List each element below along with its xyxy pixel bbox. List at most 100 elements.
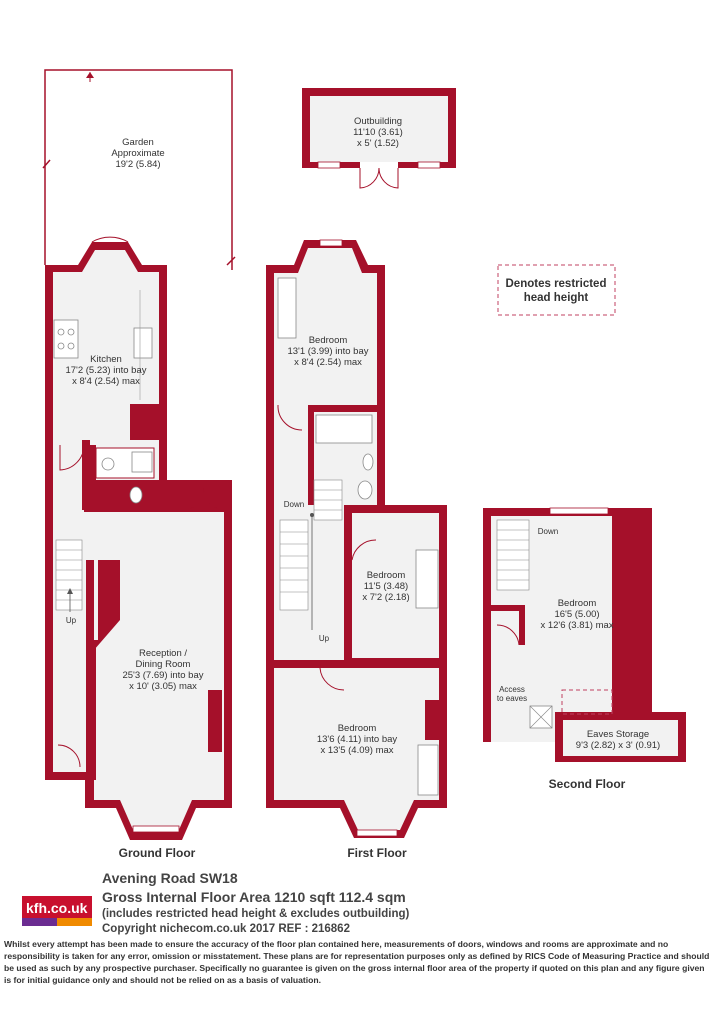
second-floor-stairs (496, 519, 530, 591)
outbuilding: Outbuilding 11'10 (3.61) x 5' (1.52) (302, 88, 456, 189)
floor-plan: Garden Approximate 19'2 (5.84) Kitchen 1… (42, 69, 686, 860)
area-note: (includes restricted head height & exclu… (102, 908, 410, 920)
garden-name: Garden (122, 137, 154, 148)
bedroom-middle-name: Bedroom (367, 570, 406, 581)
first-stairs-up-label: Up (319, 634, 330, 643)
internal-wall (82, 440, 90, 510)
disclaimer: Whilst every attempt has been made to en… (4, 939, 710, 985)
hall-lower-room (53, 640, 86, 772)
bedroom-middle-dims2: x 7'2 (2.18) (362, 592, 409, 603)
bedroom-rear-dims2: x 8'4 (2.54) max (294, 357, 362, 368)
legend-line1: Denotes restricted (506, 278, 607, 290)
wardrobe-icon (277, 277, 297, 339)
chimney-breast (425, 700, 439, 740)
eaves-hatch-cross (529, 705, 553, 729)
outbuilding-window (417, 161, 441, 169)
internal-wall (491, 605, 525, 611)
kitchen-dims1: 17'2 (5.23) into bay (65, 365, 146, 376)
door-swing (59, 444, 85, 471)
garden-sub: Approximate (111, 148, 164, 159)
outbuilding-window (317, 161, 341, 169)
kfh-logo: kfh.co.uk (22, 896, 92, 926)
bedroom-second-name: Bedroom (558, 598, 597, 609)
property-address: Avening Road SW18 (102, 870, 238, 886)
legend-line2: head height (524, 292, 589, 304)
access-line1: Access (499, 685, 525, 694)
restricted-zone (561, 689, 613, 715)
first-floor-title: First Floor (347, 846, 407, 860)
internal-wall (308, 405, 314, 505)
hob-ring-icon (67, 342, 75, 350)
chimney-breast (208, 690, 222, 752)
ground-floor: Garden Approximate 19'2 (5.84) Kitchen 1… (42, 69, 236, 860)
front-door-swing (57, 744, 81, 768)
outbuilding-dims1: 11'10 (3.61) (353, 127, 403, 138)
internal-wall (82, 480, 232, 488)
reception-dims2: x 10' (3.05) max (129, 681, 197, 692)
shower-tray (131, 451, 153, 473)
internal-wall (308, 405, 378, 412)
basin-icon (101, 457, 115, 471)
first-stairs-down-label: Down (284, 500, 304, 509)
restricted-head-height-swatch (497, 264, 616, 316)
bedroom-rear-dims1: 13'1 (3.99) into bay (287, 346, 368, 357)
kitchen-room (53, 250, 159, 480)
toilet-icon (129, 486, 143, 504)
wardrobe-icon (417, 744, 439, 796)
internal-wall (519, 605, 525, 645)
french-door (181, 487, 205, 511)
internal-wall (555, 712, 563, 762)
kfh-logo-text: kfh.co.uk (26, 900, 88, 916)
outbuilding-name: Outbuilding (354, 116, 402, 127)
door-swing (91, 236, 129, 243)
door-swing (351, 539, 377, 561)
bay-window (132, 825, 180, 833)
toilet-icon (357, 480, 373, 500)
sink-icon (133, 327, 153, 359)
second-floor-title: Second Floor (549, 777, 626, 791)
internal-wall (130, 404, 160, 410)
basin-icon (362, 453, 374, 471)
wardrobe-icon (415, 549, 439, 609)
legend: Denotes restricted head height (497, 264, 616, 316)
hob-icon (53, 319, 79, 359)
hob-ring-icon (57, 328, 65, 336)
gross-floor-area: Gross Internal Floor Area 1210 sqft 112.… (102, 889, 406, 905)
eaves-storage-room (562, 720, 678, 756)
bedroom-front-dims2: x 13'5 (4.09) max (320, 745, 393, 756)
kfh-logo-mark (22, 896, 92, 926)
ground-stairs-up-label: Up (66, 616, 77, 625)
kitchen-dims2: x 8'4 (2.54) max (72, 376, 140, 387)
bay-window (356, 829, 398, 837)
first-floor-stairs (279, 479, 343, 630)
bedroom-rear-name: Bedroom (309, 335, 348, 346)
hob-ring-icon (57, 342, 65, 350)
garden-dims: 19'2 (5.84) (115, 159, 160, 170)
first-floor: Bedroom 13'1 (3.99) into bay x 8'4 (2.54… (266, 239, 447, 860)
bedroom-front-name: Bedroom (338, 723, 377, 734)
kitchen-name: Kitchen (90, 354, 122, 365)
outbuilding-dims2: x 5' (1.52) (357, 138, 399, 149)
outbuilding-room (310, 96, 448, 162)
second-stairs-down-label: Down (538, 527, 558, 536)
garden-arrow-head (86, 72, 94, 78)
eaves-storage-name: Eaves Storage (587, 729, 649, 740)
eaves-storage-dims: 9'3 (2.82) x 3' (0.91) (576, 740, 660, 751)
bedroom-rear-room (274, 248, 377, 405)
bedroom-front-room (274, 668, 439, 830)
door-swing (277, 404, 303, 431)
copyright: Copyright nichecom.co.uk 2017 REF : 2168… (102, 923, 350, 935)
hob-ring-icon (67, 328, 75, 336)
bath-icon (315, 414, 373, 444)
reception-dims1: 25'3 (7.69) into bay (122, 670, 203, 681)
bay-window (319, 239, 343, 247)
bedroom-front-dims1: 13'6 (4.11) into bay (317, 734, 398, 745)
ground-floor-title: Ground Floor (119, 846, 196, 860)
internal-wall (555, 712, 678, 720)
bedroom-second-dims1: 16'5 (5.00) (554, 609, 599, 620)
access-line2: to eaves (497, 694, 527, 703)
bedroom-second-dims2: x 12'6 (3.81) max (540, 620, 613, 631)
restricted-wall-mass (612, 516, 634, 712)
reception-name1: Reception / (139, 648, 187, 659)
dormer-window (549, 507, 609, 515)
